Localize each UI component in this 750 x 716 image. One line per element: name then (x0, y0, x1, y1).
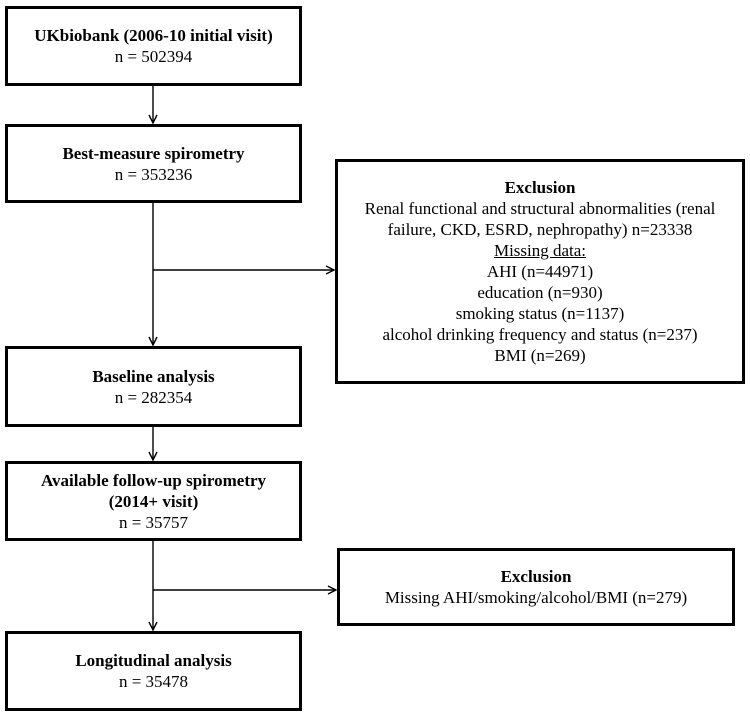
box-spirometry: Best-measure spirometry n = 353236 (5, 124, 302, 203)
exclusion2-line1: Missing AHI/smoking/alcohol/BMI (n=279) (384, 588, 688, 607)
box-spirometry-title: Best-measure spirometry (62, 143, 245, 163)
exclusion1-item: alcohol drinking frequency and status (n… (382, 325, 698, 344)
box-ukbiobank-count: n = 502394 (114, 47, 193, 66)
exclusion1-line2: failure, CKD, ESRD, nephropathy) n=23338 (387, 220, 693, 239)
box-exclusion-1: Exclusion Renal functional and structura… (335, 159, 745, 384)
box-followup-title-line1: Available follow-up spirometry (40, 470, 267, 490)
exclusion1-item: BMI (n=269) (494, 346, 586, 365)
box-longitudinal-title: Longitudinal analysis (75, 651, 232, 670)
box-longitudinal-count: n = 35478 (118, 672, 189, 691)
box-exclusion-2: Exclusion Missing AHI/smoking/alcohol/BM… (337, 548, 735, 626)
box-baseline-title: Baseline analysis (92, 366, 215, 386)
box-spirometry-count: n = 353236 (114, 164, 193, 184)
exclusion1-item: AHI (n=44971) (486, 262, 594, 281)
box-followup: Available follow-up spirometry (2014+ vi… (5, 461, 302, 541)
exclusion1-line1: Renal functional and structural abnormal… (364, 199, 716, 218)
box-ukbiobank-title: UKbiobank (2006-10 initial visit) (34, 26, 273, 45)
exclusion1-item: smoking status (n=1137) (455, 304, 625, 323)
box-followup-count: n = 35757 (118, 512, 189, 532)
box-baseline: Baseline analysis n = 282354 (5, 346, 302, 427)
exclusion1-missing-heading: Missing data: (493, 241, 587, 260)
exclusion1-heading: Exclusion (504, 178, 576, 197)
exclusion1-item: education (n=930) (477, 283, 603, 302)
box-longitudinal: Longitudinal analysis n = 35478 (5, 631, 302, 711)
box-ukbiobank: UKbiobank (2006-10 initial visit) n = 50… (5, 6, 302, 86)
box-baseline-count: n = 282354 (114, 387, 193, 407)
exclusion2-heading: Exclusion (500, 567, 572, 586)
box-followup-title-line2: (2014+ visit) (108, 491, 199, 511)
